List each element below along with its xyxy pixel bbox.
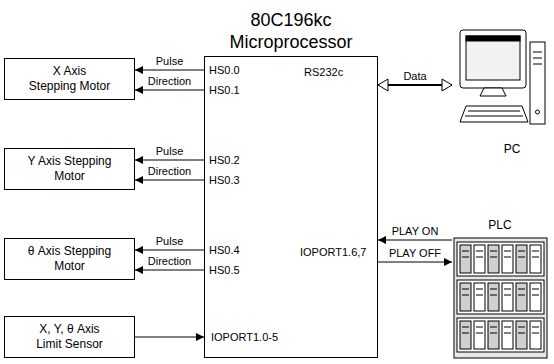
pin-name: IOPORT1.0-5 <box>211 331 278 344</box>
node-text: PLC <box>480 218 520 233</box>
signal-arrow <box>378 262 452 263</box>
pin-name: RS232c <box>304 66 343 79</box>
signal-arrow <box>135 160 204 161</box>
node-text: θ Axis Stepping Motor <box>28 244 112 274</box>
pin-name: HS0.0 <box>209 64 240 77</box>
signal-arrow <box>135 337 204 338</box>
motor-box: θ Axis Stepping Motor <box>4 238 135 280</box>
signal-label: PLAY ON <box>391 225 440 238</box>
signal-label: Data <box>402 70 427 83</box>
pin-name: HS0.3 <box>209 174 240 187</box>
pin-name: HS0.2 <box>209 154 240 167</box>
plc-rack-icon <box>452 218 550 360</box>
signal-arrow <box>135 180 204 181</box>
motor-box: Y Axis Stepping Motor <box>4 148 135 190</box>
plc-icon: PLC <box>452 218 550 360</box>
pin-name: HS0.1 <box>209 84 240 97</box>
signal-label: Direction <box>147 75 192 88</box>
motor-box: X Axis Stepping Motor <box>4 58 135 100</box>
pin-name: HS0.4 <box>209 244 240 257</box>
signal-label: Pulse <box>155 235 185 248</box>
node-text: Y Axis Stepping Motor <box>28 154 112 184</box>
signal-arrow <box>135 250 204 251</box>
computer-icon <box>452 22 548 158</box>
node-text: PC <box>492 142 532 157</box>
signal-label: PLAY OFF <box>388 247 442 260</box>
pin-name: IOPORT1.6,7 <box>300 246 366 259</box>
signal-label: Pulse <box>155 145 185 158</box>
signal-arrow <box>135 70 204 71</box>
signal-label: Pulse <box>155 55 185 68</box>
node-text: X, Y, θ Axis Limit Sensor <box>28 322 112 352</box>
sensor-box: X, Y, θ Axis Limit Sensor <box>4 316 135 358</box>
signal-label: Direction <box>147 165 192 178</box>
signal-label: Direction <box>147 255 192 268</box>
signal-arrow <box>378 84 452 86</box>
node-text: X Axis Stepping Motor <box>28 64 112 94</box>
pin-name: HS0.5 <box>209 264 240 277</box>
node-text: 80C196kc Microprocessor <box>205 9 377 53</box>
signal-arrow <box>135 90 204 91</box>
signal-arrow <box>135 270 204 271</box>
signal-arrow <box>378 240 452 241</box>
pc-icon: PC <box>452 22 548 158</box>
microprocessor-box: 80C196kc Microprocessor <box>204 56 378 358</box>
